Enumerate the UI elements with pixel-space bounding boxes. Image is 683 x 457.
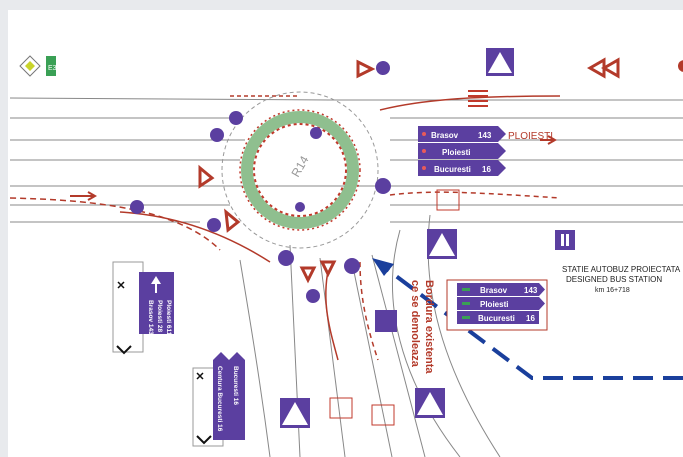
priority-sign-code: E3 — [48, 65, 57, 72]
mandatory-roundabout-icon — [376, 61, 390, 75]
direction-sign-station: Brasov 143 Ploiesti Bucuresti 16 — [446, 279, 548, 331]
yield-triangle-icon — [356, 59, 376, 79]
priority-road-sign: E3 — [19, 55, 57, 77]
bottom-sign-row2: Bucuresti 16 — [232, 366, 239, 405]
left-sign-row3: Ploiesti 611 — [165, 300, 172, 336]
destination-label: PLOIESTI — [508, 131, 553, 142]
central-island-curb — [253, 123, 347, 217]
mandatory-roundabout-icon — [278, 250, 294, 266]
sign-km-bucuresti: 16 — [482, 165, 491, 174]
direction-arrows — [70, 135, 558, 201]
mandatory-roundabout-icon — [210, 128, 224, 142]
pedestrian-crossing-signs — [280, 48, 575, 428]
lane-info-icon — [375, 310, 397, 332]
mandatory-roundabout-icon — [310, 127, 322, 139]
station-sign-bucuresti: Bucuresti — [478, 314, 515, 323]
mandatory-roundabout-icon — [344, 258, 360, 274]
direction-sign-main: Brasov 143 Ploiesti Bucuresti 16 PLOIEST… — [418, 126, 553, 176]
edge-sign-icon — [678, 60, 683, 72]
mandatory-roundabout-icon — [229, 111, 243, 125]
yield-triangle-icon — [319, 260, 337, 278]
vertical-sign-left: Brasov 143 Ploiesti 28 Ploiesti 611 — [112, 261, 174, 355]
station-sign-km-brasov: 143 — [524, 286, 538, 295]
mandatory-roundabout-icon — [375, 178, 391, 194]
curb-note: Bordura existenta ce se demoleaza — [409, 280, 435, 374]
callout-arrow — [372, 258, 683, 380]
bus-stop-icon — [555, 230, 575, 250]
bus-station-note-line1: STATIE AUTOBUZ PROIECTATA — [562, 265, 681, 274]
station-sign-brasov: Brasov — [480, 286, 508, 295]
station-sign-ploiesti: Ploiesti — [480, 300, 508, 309]
central-island-green — [241, 111, 359, 229]
mandatory-roundabout-icon — [295, 202, 305, 212]
yield-triangle-icon — [600, 57, 620, 79]
bottom-sign-row1: Centura Bucuresti 16 — [216, 366, 223, 432]
bus-station-note-line2: DESIGNED BUS STATION — [566, 275, 662, 284]
yield-triangle-icon — [198, 164, 215, 189]
arrow-up-icon — [151, 276, 161, 284]
mandatory-roundabout-icon — [306, 289, 320, 303]
mandatory-roundabout-icon — [207, 218, 221, 232]
sign-city-ploiesti: Ploiesti — [442, 148, 470, 157]
yield-triangle-icon — [299, 266, 317, 284]
sign-km-brasov: 143 — [478, 131, 492, 140]
mandatory-roundabout-icon — [130, 200, 144, 214]
curb-note-line2: ce se demoleaza — [409, 280, 421, 368]
island-apron — [239, 109, 361, 231]
sign-city-brasov: Brasov — [431, 131, 459, 140]
bus-station-note-line3: km 16+718 — [595, 287, 630, 294]
left-sign-row2: Ploiesti 28 — [156, 300, 163, 333]
yield-triangle-icon — [224, 208, 241, 233]
left-sign-row1: Brasov 143 — [147, 300, 154, 335]
roundabout-outer-edge — [221, 91, 379, 249]
sign-city-bucuresti: Bucuresti — [434, 165, 471, 174]
vertical-sign-bottom: Centura Bucuresti 16 Bucuresti 16 — [192, 352, 245, 447]
curb-note-line1: Bordura existenta — [423, 280, 435, 374]
round-signs — [130, 61, 391, 303]
bus-station-note: STATIE AUTOBUZ PROIECTATA DESIGNED BUS S… — [562, 265, 681, 294]
yield-signs — [198, 57, 620, 284]
road-edges — [9, 97, 683, 457]
station-sign-km-bucuresti: 16 — [526, 314, 535, 323]
pedestrian-crossings — [329, 90, 488, 426]
